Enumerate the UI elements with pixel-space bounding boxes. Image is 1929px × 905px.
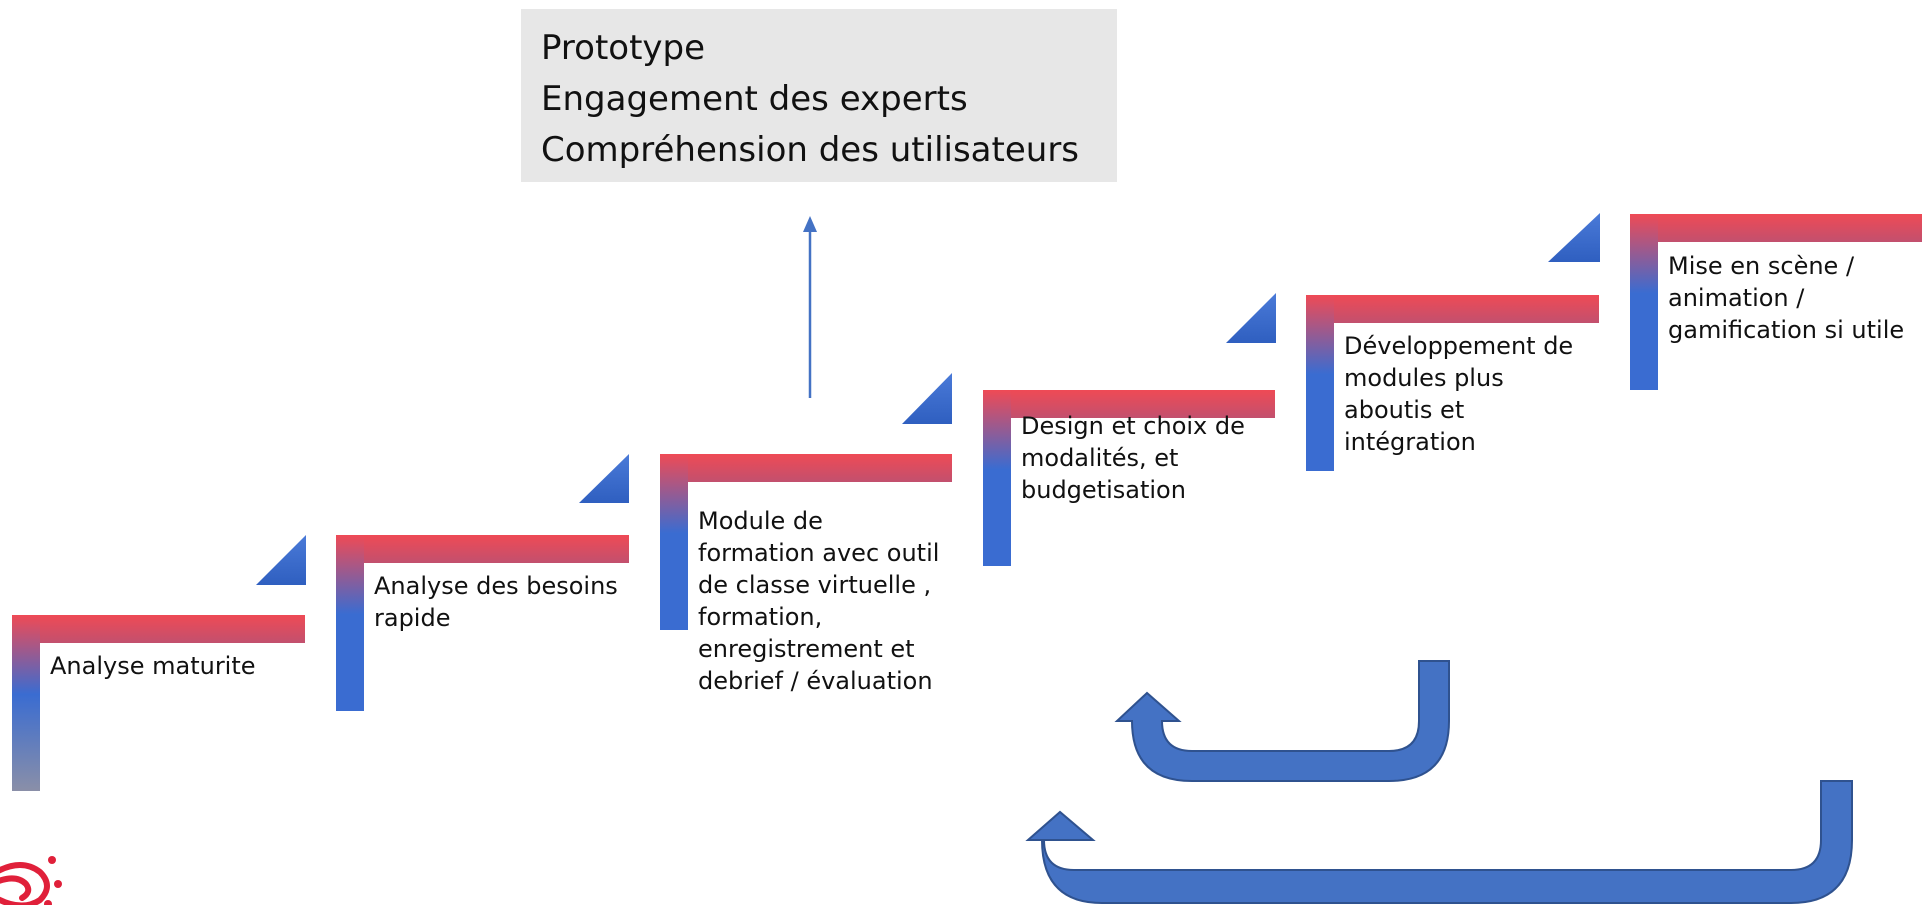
step-5 — [1306, 213, 1600, 471]
step-label-line: enregistrement et — [698, 635, 915, 663]
step-label-2: Analyse des besoins rapide — [374, 570, 618, 634]
step-label-5: Développement de modules plus aboutis et in… — [1344, 330, 1573, 458]
step-corner-triangle-icon — [1548, 213, 1600, 262]
step-stem — [1306, 295, 1334, 471]
step-label-line: animation / — [1668, 284, 1805, 312]
step-corner-triangle-icon — [902, 373, 952, 424]
step-label-line: rapide — [374, 604, 451, 632]
step-bar — [336, 535, 629, 563]
step-label-line: Développement de — [1344, 332, 1574, 360]
step-label-line: de classe virtuelle , — [698, 571, 932, 599]
step-bar — [1630, 214, 1922, 242]
step-label-line: modules plus — [1344, 364, 1504, 392]
step-label-6: Mise en scène / animation / gamification s… — [1668, 250, 1904, 346]
step-bar — [983, 390, 1275, 418]
step-stem — [660, 454, 688, 630]
callout-line-users: Compréhension des utilisateurs — [541, 130, 1080, 170]
step-1 — [12, 535, 306, 791]
step-label-line: Analyse des besoins — [374, 572, 618, 600]
step-label-line: budgetisation — [1021, 476, 1186, 504]
callout-line-prototype: Prototype — [541, 28, 706, 68]
step-label-line: formation, — [698, 603, 823, 631]
step-stem — [336, 535, 364, 711]
step-4 — [983, 293, 1276, 566]
step-bar — [660, 454, 952, 482]
step-label-line: modalités, et — [1021, 444, 1179, 472]
step-label-line: Module de — [698, 507, 823, 535]
step-label-line: gamification si utile — [1668, 316, 1905, 344]
step-corner-triangle-icon — [1226, 293, 1276, 343]
step-bar — [12, 615, 305, 643]
step-label-1: Analyse maturite — [50, 650, 256, 682]
step-label-line: formation avec outil — [698, 539, 940, 567]
step-stem — [983, 390, 1011, 566]
step-label-4: Design et choix de modalités, et budgetisa… — [1021, 410, 1245, 506]
step-label-3: Module de formation avec outil de classe v… — [698, 505, 939, 697]
callout-line-experts: Engagement des experts — [541, 79, 968, 119]
prototype-callout-box: Prototype Engagement des experts Compréh… — [521, 9, 1117, 182]
step-label-line: Analyse maturite — [50, 652, 256, 680]
step-stem — [1630, 214, 1658, 390]
step-label-line: Mise en scène / — [1668, 252, 1855, 280]
loop-arrow-inner-icon — [1114, 660, 1450, 782]
step-label-line: intégration — [1344, 428, 1476, 456]
step-corner-triangle-icon — [256, 535, 306, 585]
steps-layer — [12, 213, 1922, 791]
step-corner-triangle-icon — [579, 454, 629, 503]
up-connector-arrow — [803, 216, 817, 398]
step-label-line: aboutis et — [1344, 396, 1465, 424]
step-label-line: Design et choix de — [1021, 412, 1245, 440]
step-2 — [336, 454, 629, 711]
step-stem — [12, 615, 40, 791]
step-label-line: debrief / évaluation — [698, 667, 933, 695]
step-3 — [660, 373, 952, 630]
step-6 — [1630, 214, 1922, 390]
logo-icon — [0, 856, 62, 905]
step-bar — [1306, 295, 1599, 323]
loop-arrow-outer-icon — [1025, 780, 1853, 904]
